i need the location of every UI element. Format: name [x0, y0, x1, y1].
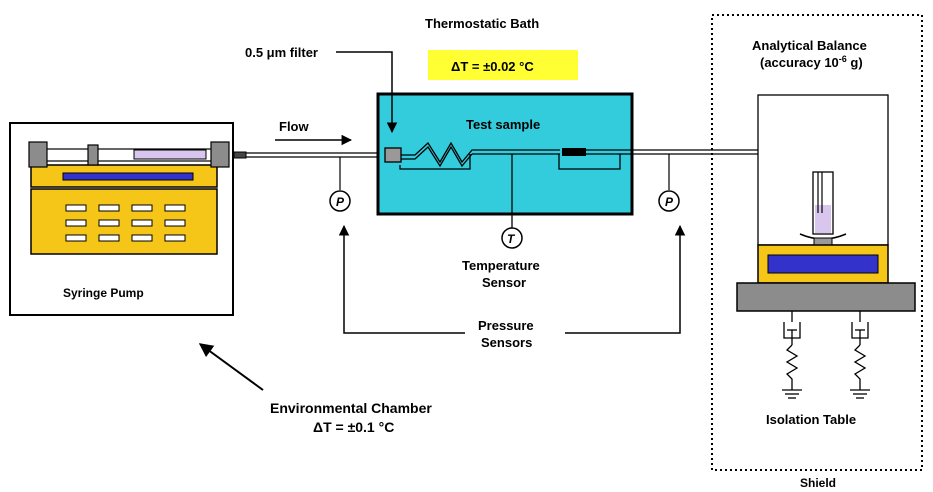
flow-label: Flow — [279, 119, 309, 134]
filter-arrow — [336, 51, 398, 134]
test-sample-label: Test sample — [466, 117, 540, 132]
syringe-needle-fitting — [233, 151, 247, 159]
pressure-sensor-right-symbol: P — [665, 195, 674, 209]
bath-delta-badge — [428, 50, 578, 80]
pump-lower-body — [30, 188, 218, 255]
shield-enclosure — [711, 14, 923, 471]
pressure-arrow-right — [565, 224, 686, 334]
pressure-sensor-left-symbol: P — [336, 195, 345, 209]
balance-label-1: Analytical Balance — [752, 38, 867, 53]
filter-label: 0.5 μm filter — [245, 45, 318, 60]
env-chamber-label: Environmental Chamber — [270, 400, 432, 416]
pump-plunger-block — [87, 144, 99, 166]
env-chamber-arrow — [198, 343, 264, 391]
vial-liquid — [815, 205, 831, 233]
thermostatic-bath-title: Thermostatic Bath — [425, 16, 539, 31]
bath-delta-text: ΔT = ±0.02 °C — [451, 59, 534, 74]
env-chamber-delta: ΔT = ±0.1 °C — [313, 419, 394, 435]
pump-right-block — [210, 141, 230, 168]
pressure-sensors-label-2: Sensors — [481, 335, 532, 350]
bath-plumbing — [384, 141, 621, 229]
balance-display — [767, 254, 879, 274]
isolation-table-top — [736, 282, 916, 312]
temperature-sensor-label-1: Temperature — [462, 258, 540, 273]
isolation-table-legs — [782, 311, 870, 399]
pump-blue-slot — [62, 172, 194, 181]
coil-tubing-lower — [401, 145, 473, 168]
pump-keypad — [65, 204, 186, 242]
shield-label: Shield — [800, 476, 836, 490]
temperature-sensor-icon — [501, 227, 523, 249]
syringe-barrel — [133, 149, 207, 160]
pressure-sensor-left-icon — [329, 190, 351, 212]
temperature-sensor-label-2: Sensor — [482, 275, 526, 290]
isolation-table-label: Isolation Table — [766, 412, 856, 427]
syringe-pump — [28, 141, 247, 255]
coil-tubing — [401, 141, 560, 164]
balance-label-2: (accuracy 10-6 g) — [760, 54, 863, 70]
pressure-taps — [339, 154, 670, 190]
bath-left-loop — [399, 154, 471, 170]
temperature-sensor-symbol: T — [507, 232, 516, 246]
pressure-arrow-left — [338, 224, 465, 334]
bath-right-loop — [558, 154, 621, 170]
pressure-sensors-label-1: Pressure — [478, 318, 534, 333]
filter-element — [384, 147, 402, 163]
balance-pan-stem — [813, 237, 833, 246]
syringe-pump-label: Syringe Pump — [63, 286, 144, 300]
sample-capillary — [562, 148, 586, 156]
pressure-sensor-right-icon — [658, 190, 680, 212]
flow-tubing-inlet — [246, 152, 387, 158]
pump-left-block — [28, 141, 48, 168]
